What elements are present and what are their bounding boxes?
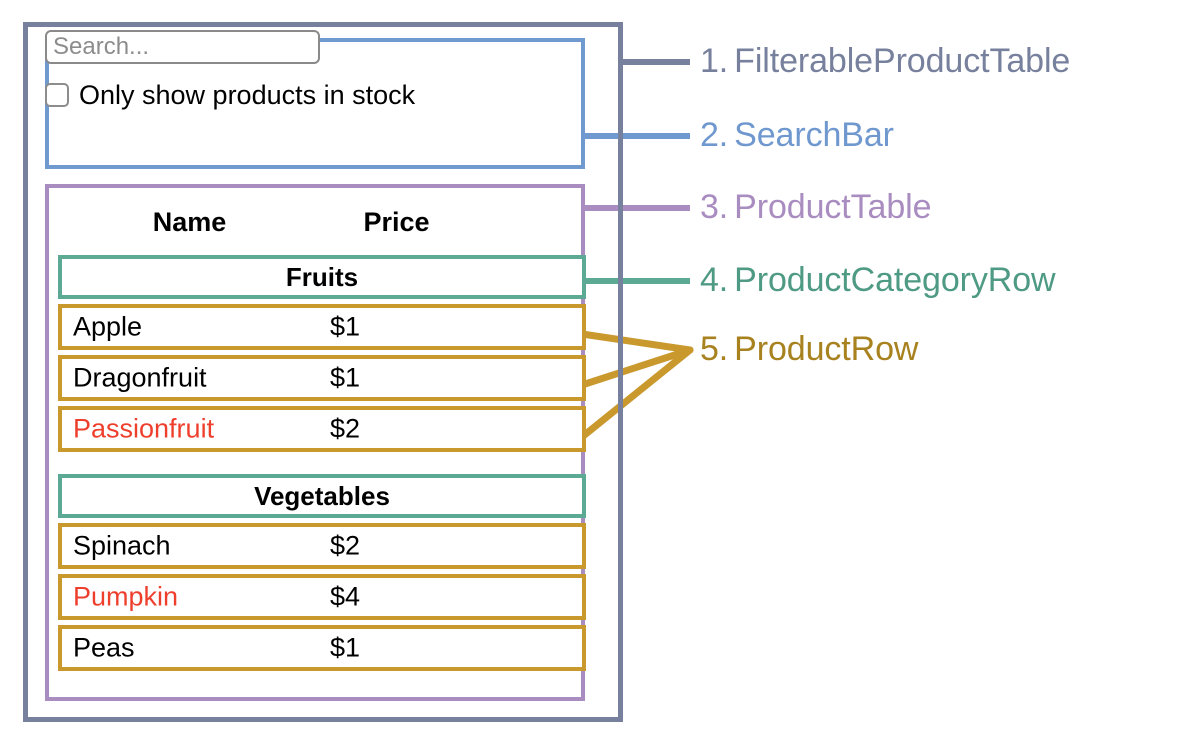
product-name: Passionfruit bbox=[73, 413, 215, 444]
legend-text: FilterableProductTable bbox=[734, 42, 1071, 80]
product-category-label: Fruits bbox=[285, 262, 359, 292]
product-row[interactable]: Spinach $2 bbox=[58, 523, 586, 569]
column-header-name: Name bbox=[152, 206, 227, 237]
column-header-price: Price bbox=[363, 206, 430, 237]
product-table-header-row: Name Price bbox=[49, 194, 581, 250]
product-category-label: Vegetables bbox=[254, 481, 390, 511]
product-price: $2 bbox=[330, 413, 361, 444]
product-row[interactable]: Passionfruit $2 bbox=[58, 406, 586, 452]
product-price: $1 bbox=[330, 311, 361, 342]
stock-filter-row[interactable]: Only show products in stock bbox=[45, 78, 415, 112]
product-category-row: Vegetables bbox=[58, 474, 586, 518]
legend-number: 4. bbox=[700, 261, 729, 299]
legend-item-filterableproducttable: 1.FilterableProductTable bbox=[700, 44, 1070, 78]
legend-number: 5. bbox=[700, 330, 729, 368]
legend-item-producttable: 3.ProductTable bbox=[700, 188, 932, 226]
legend-item-productcategoryrow: 4.ProductCategoryRow bbox=[700, 263, 1056, 297]
only-in-stock-label: Only show products in stock bbox=[79, 79, 416, 110]
legend-text: ProductCategoryRow bbox=[734, 261, 1056, 299]
product-name: Pumpkin bbox=[73, 581, 179, 612]
product-row[interactable]: Peas $1 bbox=[58, 625, 586, 671]
legend-number: 2. bbox=[700, 116, 729, 154]
product-name: Peas bbox=[73, 632, 135, 663]
product-name: Dragonfruit bbox=[73, 362, 207, 393]
product-row[interactable]: Pumpkin $4 bbox=[58, 574, 586, 620]
legend-item-productrow: 5.ProductRow bbox=[700, 332, 918, 366]
legend-text: SearchBar bbox=[734, 116, 894, 154]
legend-number: 3. bbox=[700, 188, 729, 226]
product-price: $2 bbox=[330, 530, 361, 561]
search-input[interactable] bbox=[45, 30, 320, 64]
legend-number: 1. bbox=[700, 42, 729, 80]
only-in-stock-checkbox[interactable] bbox=[45, 83, 69, 107]
group-spacer bbox=[58, 457, 572, 474]
legend-text: ProductTable bbox=[734, 188, 932, 226]
product-row[interactable]: Dragonfruit $1 bbox=[58, 355, 586, 401]
product-table: Name Price Fruits Apple $1 Dragonfruit $… bbox=[45, 184, 586, 701]
product-name: Spinach bbox=[73, 530, 171, 561]
product-category-row: Fruits bbox=[58, 255, 586, 299]
product-row[interactable]: Apple $1 bbox=[58, 304, 586, 350]
product-price: $1 bbox=[330, 632, 361, 663]
legend-text: ProductRow bbox=[734, 330, 919, 368]
product-price: $1 bbox=[330, 362, 361, 393]
filterable-product-table-frame bbox=[23, 22, 623, 722]
legend-item-searchbar: 2.SearchBar bbox=[700, 118, 894, 152]
product-name: Apple bbox=[73, 311, 143, 342]
product-rows-area: Fruits Apple $1 Dragonfruit $1 Passionfr… bbox=[58, 255, 586, 676]
product-price: $4 bbox=[330, 581, 361, 612]
